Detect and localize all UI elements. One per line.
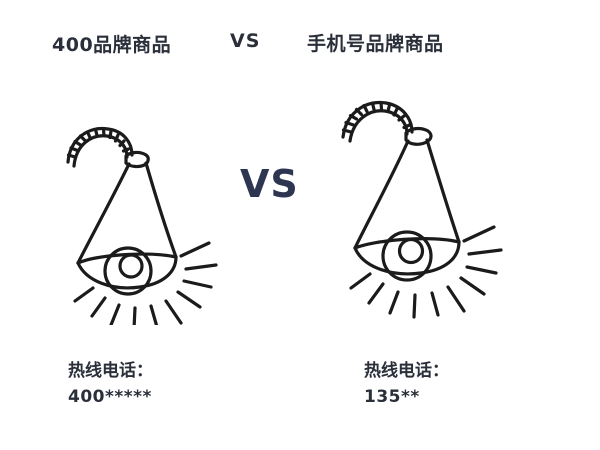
caption-left: 热线电话： 400***** [68,358,153,410]
caption-left-value: 400***** [68,387,152,407]
caption-right-label: 热线电话： [364,361,449,381]
hand-drawn-lamp-right [325,75,525,329]
hand-drawn-lamp-left [50,95,240,331]
lamp-left-icon [66,126,218,331]
caption-right-value: 135** [364,387,420,407]
lamp-right-icon [341,100,503,319]
heading-left-label: 400品牌商品 [52,34,172,56]
heading-right-label: 手机号品牌商品 [307,33,444,55]
caption-left-label: 热线电话： [68,361,153,381]
heading-vs-label: VS [230,30,261,52]
heading-row: 400品牌商品 VS 手机号品牌商品 [0,16,600,62]
caption-right: 热线电话： 135** [364,358,449,410]
center-vs-label: VS [240,162,299,206]
